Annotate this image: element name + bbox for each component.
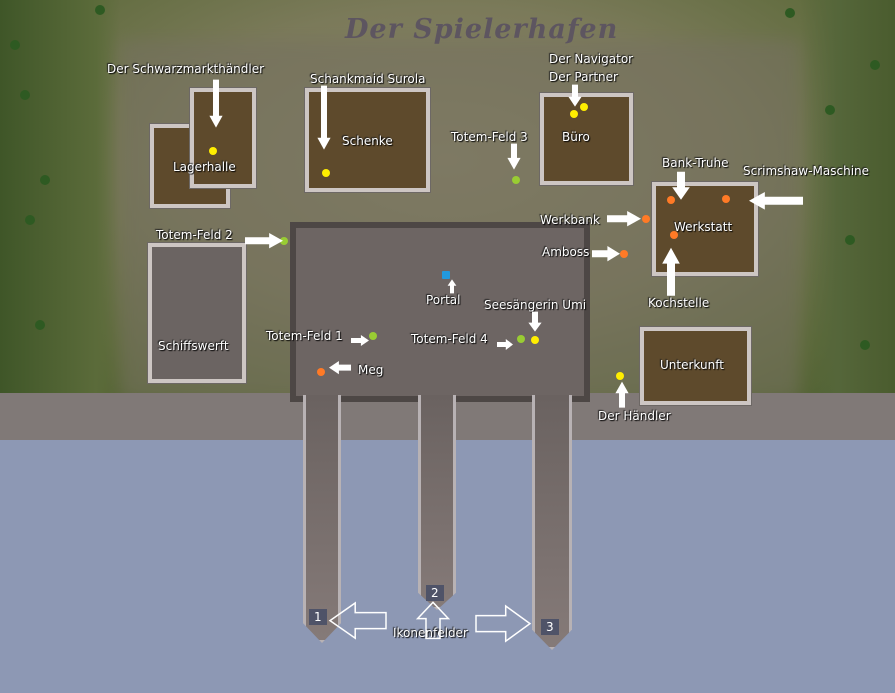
totem-dot-4[interactable] [517,335,525,343]
tree [870,60,880,70]
npc-dot-navigator[interactable] [570,110,578,118]
label-surola: Schankmaid Surola [310,72,426,86]
arrow-icon [592,246,620,262]
tree [20,90,30,100]
building-lagerhalle-wing [190,88,256,188]
arrow-icon [245,233,283,249]
label-schiffswerft: Schiffswerft [158,339,229,353]
icon-field-3[interactable]: 3 [541,619,559,635]
label-ikonenfelder: Ikonenfelder [393,626,468,640]
tree [825,105,835,115]
arrow-icon [568,84,583,107]
label-werkstatt: Werkstatt [674,220,733,234]
totem-dot-3[interactable] [512,176,520,184]
tree [845,235,855,245]
pier-3 [532,395,572,650]
arrow-icon [672,171,690,200]
arrow-icon [209,79,224,128]
object-dot-werkbank[interactable] [642,215,650,223]
tree [95,5,105,15]
tree [10,40,20,50]
icon-field-1[interactable]: 1 [309,609,327,625]
label-buero: Büro [562,130,590,144]
label-totem2: Totem-Feld 2 [156,228,233,242]
arrow-icon [442,278,457,293]
forest-left [0,0,120,400]
label-scrimshaw: Scrimshaw-Maschine [743,164,870,178]
label-schenke: Schenke [342,134,393,148]
arrow-icon [613,381,629,408]
totem-dot-2[interactable] [280,237,288,245]
object-dot-amboss[interactable] [620,250,628,258]
portal-dot[interactable] [442,271,450,279]
pier-1 [303,395,341,643]
object-dot-banktruhe[interactable] [667,196,675,204]
label-schwarzmarkt: Der Schwarzmarkthändler [107,62,265,76]
npc-dot-schwarzmarkt[interactable] [209,147,217,155]
npc-dot-haendler[interactable] [616,372,624,380]
label-partner: Der Partner [549,70,618,84]
label-totem3: Totem-Feld 3 [451,130,528,144]
central-plaza [290,222,590,402]
arrow-icon [528,311,543,332]
label-banktruhe: Bank-Truhe [662,156,729,170]
label-umi: Seesängerin Umi [484,298,587,312]
label-lagerhalle: Lagerhalle [173,160,236,174]
arrow-icon [415,600,451,639]
label-totem4: Totem-Feld 4 [411,332,488,346]
tree [40,175,50,185]
object-dot-scrimshaw[interactable] [722,195,730,203]
npc-dot-partner[interactable] [580,103,588,111]
arrow-icon [497,335,513,350]
object-dot-kochstelle[interactable] [670,231,678,239]
arrow-icon [351,331,369,346]
arrow-icon [507,143,522,170]
label-kochstelle: Kochstelle [648,296,710,310]
tree [785,8,795,18]
label-navigator: Der Navigator [549,52,634,66]
building-unterkunft [640,327,751,405]
building-schiffswerft [148,243,246,383]
label-portal: Portal [426,293,461,307]
label-unterkunft: Unterkunft [660,358,724,372]
label-amboss: Amboss [542,245,590,259]
tree [25,215,35,225]
npc-dot-umi[interactable] [531,336,539,344]
forest-right [800,0,895,400]
tree [35,320,45,330]
totem-dot-1[interactable] [369,332,377,340]
label-meg: Meg [358,363,384,377]
label-totem1: Totem-Feld 1 [266,329,343,343]
arrow-icon [328,601,387,641]
npc-dot-surola[interactable] [322,169,330,177]
pier-2 [418,395,456,610]
arrow-icon [475,604,532,644]
npc-dot-meg[interactable] [317,368,325,376]
arrow-icon [607,211,641,227]
label-werkbank: Werkbank [540,213,600,227]
label-haendler: Der Händler [598,409,671,423]
arrow-icon [662,247,680,296]
map-title: Der Spielerhafen [345,14,619,45]
arrow-icon [317,85,332,150]
arrow-icon [329,361,351,376]
icon-field-2[interactable]: 2 [426,585,444,601]
arrow-icon [749,192,803,210]
tree [860,340,870,350]
